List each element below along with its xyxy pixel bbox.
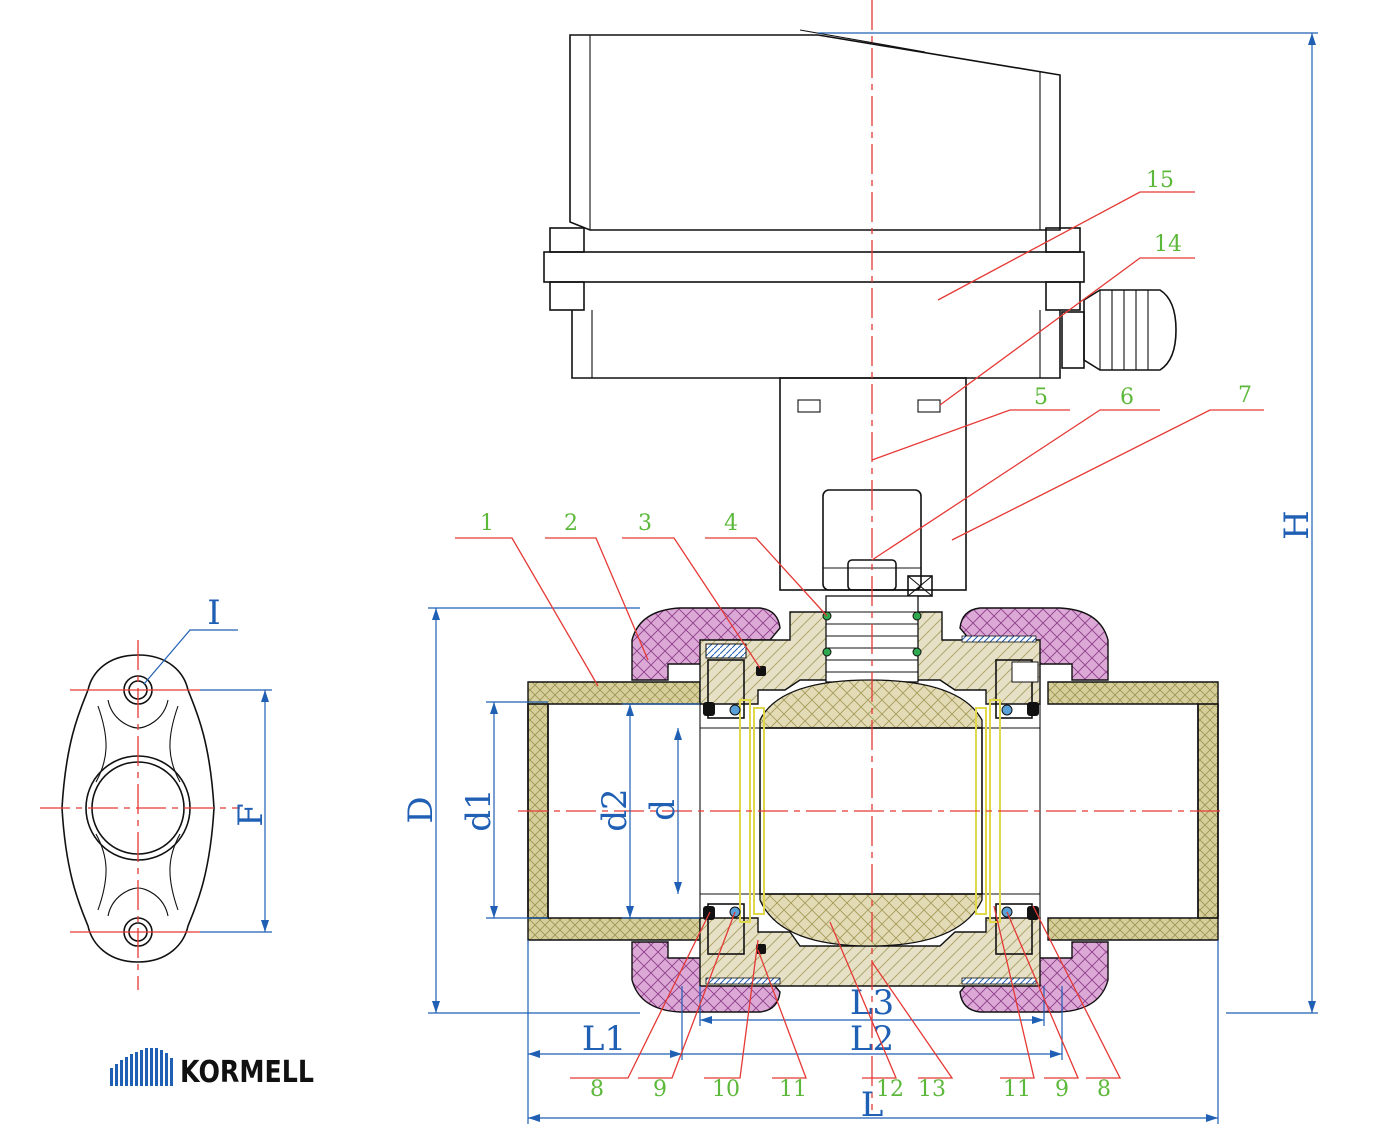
part-number-bottom-11: 11 [779, 1077, 807, 1102]
part-number-bottom-13: 13 [918, 1077, 946, 1102]
part-number-6: 6 [1120, 385, 1134, 410]
part-number-2: 2 [564, 511, 578, 536]
part-number-14: 14 [1154, 232, 1182, 257]
part-number-bottom-12: 12 [876, 1077, 904, 1102]
part-number-1: 1 [480, 511, 494, 536]
part-leaders [455, 191, 1264, 1079]
part-number-bottom-right-9: 9 [1055, 1077, 1069, 1102]
dimension-d1: d1 [459, 788, 499, 831]
part-number-bottom-9: 9 [653, 1077, 667, 1102]
dimension-lines [428, 32, 1318, 1124]
dimension-i: I [207, 593, 220, 633]
part-number-bottom-10: 10 [712, 1077, 740, 1102]
kormell-logo: KORMELL [110, 1048, 314, 1090]
kormell-logo-text: KORMELL [180, 1055, 314, 1090]
dimension-h: H [1277, 510, 1317, 540]
dimension-d2: d2 [595, 788, 635, 831]
part-number-bottom-right-11: 11 [1003, 1077, 1031, 1102]
part-number-15: 15 [1146, 168, 1174, 193]
dimension-l2: L2 [850, 1019, 894, 1059]
dimension-f: F [231, 803, 271, 827]
part-number-7: 7 [1238, 383, 1252, 408]
valve-body-section [527, 595, 1219, 1013]
part-number-4: 4 [724, 511, 738, 536]
kormell-logo-mark [110, 1048, 173, 1086]
part-number-bottom-8: 8 [590, 1077, 604, 1102]
part-number-bottom-right-8: 8 [1097, 1077, 1111, 1102]
dimension-l3: L3 [850, 983, 894, 1023]
dimension-d-outer: D [401, 796, 441, 823]
part-number-5: 5 [1034, 385, 1048, 410]
dimension-l: L [861, 1085, 884, 1125]
dimension-d-bore: d [643, 799, 683, 821]
dimension-l1: L1 [582, 1019, 626, 1059]
part-number-3: 3 [638, 511, 652, 536]
flange-view [40, 629, 272, 990]
